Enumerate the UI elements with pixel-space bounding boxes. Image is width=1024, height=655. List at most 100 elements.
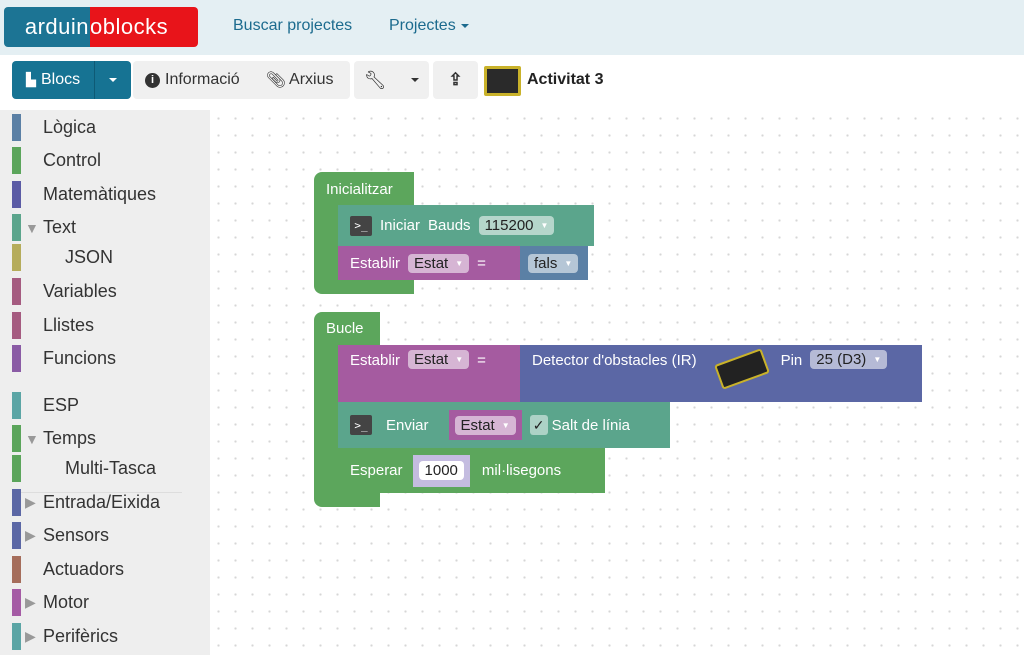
project-title: Activitat 3 [527, 71, 604, 88]
ms-label: mil·lisegons [481, 462, 562, 479]
number-block[interactable]: 1000 [412, 454, 470, 487]
variable-dropdown[interactable]: Estat▼ [408, 253, 470, 273]
category-label: Actuadors [43, 559, 125, 579]
variable-value: Estat [414, 351, 449, 368]
category-color-bar [12, 278, 21, 305]
newline-checkbox[interactable]: ✓ [529, 415, 548, 435]
category-label: Motor [43, 592, 90, 612]
toolbox-category-sensors[interactable]: ▶Sensors [12, 522, 192, 549]
toolbox-category-matem-tiques[interactable]: Matemàtiques [12, 181, 192, 208]
category-label: Lògica [43, 117, 97, 137]
logo-right: oblocks [90, 7, 198, 47]
variable-get-block[interactable]: Estat▼ [448, 410, 522, 440]
category-color-bar [12, 425, 21, 452]
caret-down-icon [411, 78, 420, 82]
variable-value: Estat [414, 254, 449, 272]
nav-projectes-dropdown[interactable]: Projectes [389, 17, 469, 35]
ms-input[interactable]: 1000 [418, 461, 464, 480]
share-icon: ⇪ [448, 70, 463, 89]
nav-projectes-label: Projectes [389, 17, 456, 34]
pin-value: 25 (D3) [816, 351, 867, 368]
category-color-bar [12, 455, 21, 482]
category-label: Perifèrics [43, 626, 119, 646]
baud-dropdown[interactable]: 115200▼ [478, 216, 555, 235]
top-navbar: arduin oblocks Buscar projectes Projecte… [0, 0, 1024, 55]
category-label: Entrada/Eixida [43, 492, 161, 512]
blocks-workspace[interactable] [210, 110, 1024, 655]
expanded-triangle-icon[interactable]: ▼ [25, 219, 39, 236]
category-label: Control [43, 150, 102, 170]
category-color-bar [12, 392, 21, 419]
arxius-label: Arxius [289, 71, 334, 88]
enviar-serial-block[interactable]: >_ Enviar Estat▼ ✓ Salt de línia [338, 402, 670, 448]
nav-buscar-projectes[interactable]: Buscar projectes [233, 17, 353, 34]
variable-dropdown[interactable]: Estat▼ [454, 415, 516, 435]
caret-down-icon [460, 23, 469, 28]
toolbox-category-l-gica[interactable]: Lògica [12, 114, 192, 141]
detector-label: Detector d'obstacles (IR) [532, 352, 697, 369]
terminal-icon: >_ [350, 415, 372, 435]
toolbox-category-text[interactable]: ▼Text [12, 214, 192, 241]
toolbox-separator [12, 492, 182, 493]
category-color-bar [12, 147, 21, 174]
toolbox-category-json[interactable]: JSON [12, 244, 192, 271]
toolbox-category-control[interactable]: Control [12, 147, 192, 174]
pin-dropdown[interactable]: 25 (D3)▼ [810, 350, 888, 369]
blocs-label: Blocs [41, 71, 81, 88]
variable-value: Estat [460, 416, 495, 434]
toolbox-category-entrada-eixida[interactable]: ▶ Entrada/Eixida [12, 489, 192, 516]
blocs-dropdown-button[interactable] [95, 71, 131, 89]
share-button[interactable]: ⇪ [433, 61, 478, 99]
terminal-icon: >_ [350, 215, 372, 236]
blocks-icon: ▙ [26, 72, 36, 87]
toolbox-category-perif-rics[interactable]: ▶ Perifèrics [12, 623, 192, 650]
toolbox-category-variables[interactable]: Variables [12, 278, 192, 305]
ir-sensor-icon [713, 348, 770, 390]
category-label: Text [43, 217, 77, 237]
category-color-bar [12, 114, 21, 141]
bauds-label: Bauds [428, 217, 471, 234]
blocs-button-group: ▙ Blocs [12, 61, 131, 99]
category-color-bar [12, 489, 21, 516]
arduinoblocks-logo[interactable]: arduin oblocks [4, 7, 198, 47]
boolean-block[interactable]: fals▼ [520, 246, 588, 280]
establir-block[interactable]: Establir Estat▼ = [338, 345, 520, 402]
category-label: Matemàtiques [43, 184, 157, 204]
category-color-bar [12, 214, 21, 241]
ir-detector-block[interactable]: Detector d'obstacles (IR) Pin 25 (D3)▼ [520, 345, 922, 402]
expanded-triangle-icon[interactable]: ▼ [25, 430, 39, 447]
variable-dropdown[interactable]: Estat▼ [408, 350, 470, 369]
iniciar-serial-block[interactable]: >_ Iniciar Bauds 115200▼ [338, 205, 594, 246]
toolbox-category-esp[interactable]: ESP [12, 392, 192, 419]
tools-dropdown-button[interactable]: 🔧︎ [354, 61, 429, 99]
collapsed-triangle-icon[interactable]: ▶ [25, 594, 36, 610]
category-label: ESP [43, 395, 80, 415]
blocs-button[interactable]: ▙ Blocs [12, 61, 96, 99]
esperar-block[interactable]: Esperar 1000 mil·lisegons [338, 448, 605, 493]
arxius-button[interactable]: 📎︎Arxius [240, 70, 334, 90]
toolbox-category-temps[interactable]: ▼Temps [12, 425, 192, 452]
toolbox-category-funcions[interactable]: Funcions [12, 345, 192, 372]
equals-label: = [477, 352, 486, 369]
enviar-label: Enviar [386, 416, 429, 434]
toolbox-category-actuadors[interactable]: Actuadors [12, 556, 192, 583]
collapsed-triangle-icon[interactable]: ▶ [25, 494, 36, 510]
boolean-dropdown[interactable]: fals▼ [528, 253, 579, 273]
category-color-bar [12, 181, 21, 208]
toolbox-category-motor[interactable]: ▶ Motor [12, 589, 192, 616]
category-color-bar [12, 244, 21, 271]
toolbox-category-multi-tasca[interactable]: Multi-Tasca [12, 455, 192, 482]
collapsed-triangle-icon[interactable]: ▶ [25, 628, 36, 644]
category-label: Temps [43, 428, 97, 448]
board-thumbnail [484, 66, 521, 96]
info-icon: i [145, 72, 160, 88]
toolbox-category-llistes[interactable]: Llistes [12, 312, 192, 339]
category-label: Variables [43, 281, 117, 301]
establir-label: Establir [350, 254, 401, 272]
establir-block[interactable]: Establir Estat▼ = [338, 246, 520, 280]
category-color-bar [12, 345, 21, 372]
collapsed-triangle-icon[interactable]: ▶ [25, 527, 36, 543]
